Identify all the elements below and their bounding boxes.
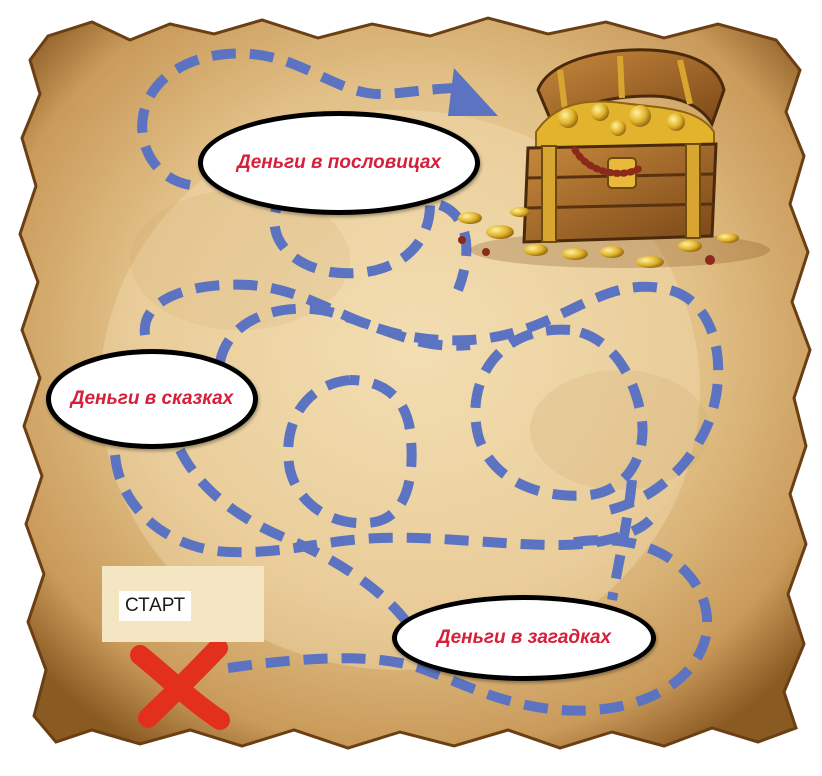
path-top-loop: [137, 48, 463, 190]
path-small-loop: [269, 150, 436, 279]
station-riddles-label: Деньги в загадках: [436, 627, 612, 648]
station-tales[interactable]: Деньги в сказках: [46, 349, 258, 449]
path-middle-loop: [139, 279, 724, 517]
path-upper-wave: [215, 303, 471, 364]
station-proverbs-label: Деньги в пословицах: [236, 152, 442, 173]
path-center-circle: [283, 375, 417, 529]
path-arrow-icon: [448, 68, 498, 116]
treasure-chest-icon: [458, 48, 770, 268]
station-riddles[interactable]: Деньги в загадках: [392, 595, 656, 681]
path-bottom-route: [227, 535, 713, 716]
path-left-branch: [175, 447, 409, 624]
station-tales-label: Деньги в сказках: [70, 388, 234, 409]
start-label: СТАРТ: [119, 591, 192, 621]
start-cross-icon: [130, 638, 230, 730]
station-proverbs[interactable]: Деньги в пословицах: [198, 111, 480, 215]
dashed-paths: [110, 48, 724, 716]
